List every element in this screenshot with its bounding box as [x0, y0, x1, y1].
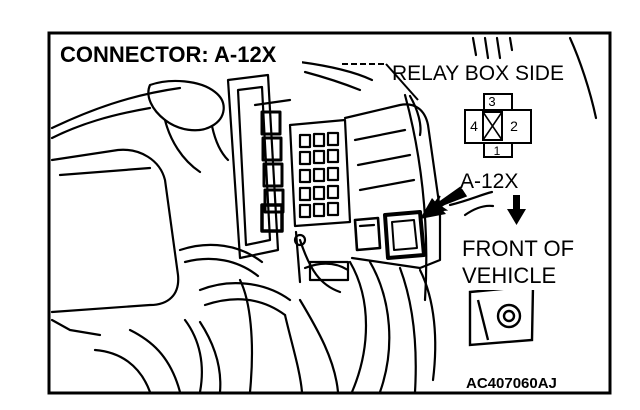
pin-number-1: 1 — [494, 144, 501, 158]
direction-label-backing — [460, 232, 590, 290]
connector-title: CONNECTOR: A-12X — [60, 42, 277, 67]
front-of-label: FRONT OF — [462, 236, 574, 261]
relay-box-side-label: RELAY BOX SIDE — [392, 62, 564, 85]
figure-code: AC407060AJ — [466, 375, 557, 392]
connector-bottom-stub — [483, 142, 513, 158]
pin-number-2: 2 — [510, 118, 518, 134]
callout-label: A-12X — [460, 170, 518, 193]
connector-pinout — [464, 93, 532, 158]
cross-mark-icon — [482, 111, 503, 141]
engine-bay-illustration — [50, 60, 442, 394]
front-arrow-shaft — [513, 195, 520, 211]
front-arrow-icon — [507, 209, 526, 225]
leader-line-pointer — [385, 63, 419, 101]
diagram-frame — [47, 31, 612, 395]
pin-number-4: 4 — [470, 118, 478, 134]
callout-arrow-head — [420, 198, 446, 219]
title-backing — [56, 38, 302, 66]
pin-number-3: 3 — [488, 94, 495, 109]
vehicle-label: VEHICLE — [462, 263, 556, 288]
